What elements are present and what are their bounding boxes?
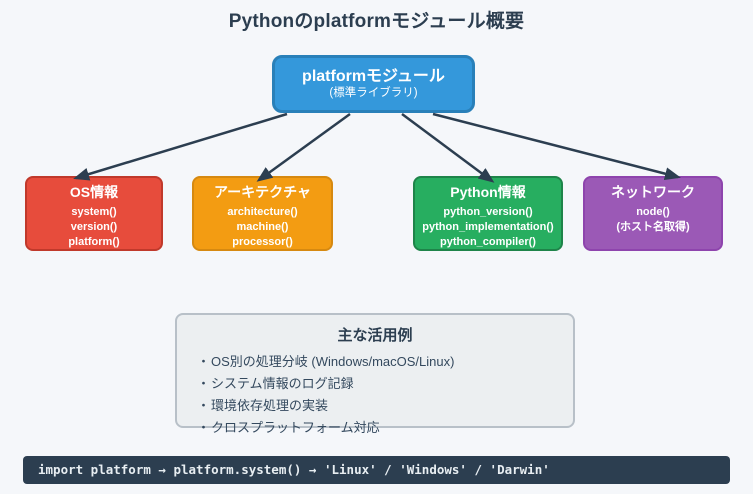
use-case-item: ・OS別の処理分岐 (Windows/macOS/Linux): [197, 351, 573, 373]
arrow-to-os-info: [73, 112, 288, 181]
code-example-text: import platform → platform.system() → 'L…: [38, 462, 550, 477]
use-cases-list: ・OS別の処理分岐 (Windows/macOS/Linux) ・システム情報の…: [177, 351, 573, 439]
branch-network-item: (ホスト名取得): [616, 221, 690, 233]
branch-architecture-item: machine(): [236, 221, 289, 233]
bullet-glyph: ・: [197, 354, 211, 369]
branch-architecture-item: architecture(): [227, 206, 298, 218]
use-case-text: システム情報のログ記録: [211, 376, 354, 391]
branch-os-item: version(): [70, 221, 118, 233]
use-cases-panel: 主な活用例 ・OS別の処理分岐 (Windows/macOS/Linux) ・シ…: [175, 313, 575, 435]
branch-network: ネットワーク node() (ホスト名取得): [583, 176, 723, 251]
node-platform-module: platformモジュール (標準ライブラリ): [272, 55, 475, 113]
branch-python-info: Python情報 python_version() python_impleme…: [413, 176, 563, 251]
use-cases-title: 主な活用例: [337, 327, 413, 344]
branch-network-item: node(): [636, 206, 670, 218]
branch-python-item: python_compiler(): [440, 236, 536, 248]
use-case-item: ・クロスプラットフォーム対応: [197, 417, 573, 439]
branch-os-item: system(): [71, 206, 117, 218]
use-case-text: 環境依存処理の実装: [211, 398, 329, 413]
branch-architecture: アーキテクチャ architecture() machine() process…: [192, 176, 333, 251]
bullet-glyph: ・: [197, 398, 211, 413]
branch-os-info: OS情報 system() version() platform(): [25, 176, 163, 251]
bullet-glyph: ・: [197, 420, 211, 435]
branch-architecture-item: processor(): [232, 236, 293, 248]
root-node-subtitle: (標準ライブラリ): [329, 87, 418, 99]
branch-python-item: python_implementation(): [422, 221, 554, 233]
use-case-text: OS別の処理分岐 (Windows/macOS/Linux): [211, 354, 455, 369]
use-case-text: クロスプラットフォーム対応: [211, 420, 380, 435]
use-case-item: ・環境依存処理の実装: [197, 395, 573, 417]
branch-network-title: ネットワーク: [611, 184, 695, 200]
root-node-title: platformモジュール: [302, 68, 445, 85]
arrow-to-architecture: [256, 112, 351, 182]
page-title: Pythonのplatformモジュール概要: [228, 11, 525, 32]
use-case-item: ・システム情報のログ記録: [197, 373, 573, 395]
branch-architecture-title: アーキテクチャ: [213, 184, 312, 200]
bullet-glyph: ・: [197, 376, 211, 391]
code-example-bar: import platform → platform.system() → 'L…: [23, 456, 730, 484]
arrow-to-python-info: [401, 112, 495, 183]
branch-python-title: Python情報: [450, 184, 526, 200]
branch-os-title: OS情報: [69, 184, 119, 200]
branch-os-item: platform(): [68, 236, 120, 248]
arrow-to-network: [432, 112, 681, 181]
branch-python-item: python_version(): [443, 206, 533, 218]
